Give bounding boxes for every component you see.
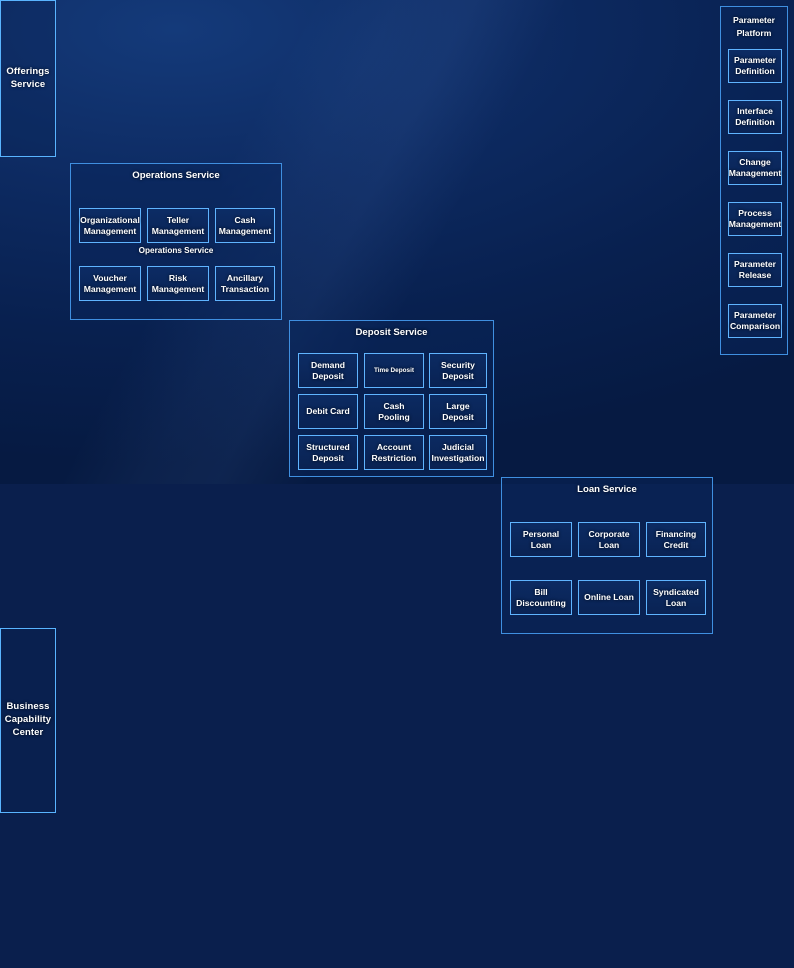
group-title-operations-service: Operations Service bbox=[132, 170, 220, 181]
capability-large-deposit[interactable]: Large Deposit bbox=[429, 394, 487, 429]
capability-bill-discounting[interactable]: Bill Discounting bbox=[510, 580, 572, 615]
group-parameter-platform: Parameter Platform Parameter Definition … bbox=[720, 6, 788, 355]
parameter-item-change-management[interactable]: Change Management bbox=[728, 151, 782, 185]
layer-label-offerings-service: Offerings Service bbox=[0, 0, 56, 157]
capability-demand-deposit[interactable]: Demand Deposit bbox=[298, 353, 358, 388]
capability-online-loan[interactable]: Online Loan bbox=[578, 580, 640, 615]
architecture-diagram-canvas: Offerings Service Operations Service Ope… bbox=[0, 0, 794, 813]
capability-personal-loan[interactable]: Personal Loan bbox=[510, 522, 572, 557]
parameter-item-process-management[interactable]: Process Management bbox=[728, 202, 782, 236]
capability-judicial-investigation[interactable]: Judicial Investigation bbox=[429, 435, 487, 470]
capability-financing-credit[interactable]: Financing Credit bbox=[646, 522, 706, 557]
parameter-item-interface-definition[interactable]: Interface Definition bbox=[728, 100, 782, 134]
capability-account-restriction[interactable]: Account Restriction bbox=[364, 435, 424, 470]
group-title-parameter-platform: Parameter Platform bbox=[732, 15, 776, 38]
parameter-item-parameter-comparison[interactable]: Parameter Comparison bbox=[728, 304, 782, 338]
layer-label-business-capability-center-text: Business Capability Center bbox=[4, 701, 52, 738]
layer-label-offerings-service-text: Offerings Service bbox=[6, 65, 50, 90]
group-deposit-service: Deposit Service Demand Deposit Time Depo… bbox=[289, 320, 494, 477]
group-title-loan-service: Loan Service bbox=[577, 484, 637, 495]
capability-security-deposit[interactable]: Security Deposit bbox=[429, 353, 487, 388]
capability-cash-pooling[interactable]: Cash Pooling bbox=[364, 394, 424, 429]
capability-time-deposit[interactable]: Time Deposit bbox=[364, 353, 424, 388]
group-ghost-title-operations-service: Operations Service bbox=[138, 246, 214, 255]
parameter-item-parameter-release[interactable]: Parameter Release bbox=[728, 253, 782, 287]
capability-teller-management[interactable]: Teller Management bbox=[147, 208, 209, 243]
capability-debit-card[interactable]: Debit Card bbox=[298, 394, 358, 429]
layer-label-business-capability-center: Business Capability Center bbox=[0, 628, 56, 813]
parameter-item-parameter-definition[interactable]: Parameter Definition bbox=[728, 49, 782, 83]
capability-organizational-management[interactable]: Organizational Management bbox=[79, 208, 141, 243]
capability-cash-management[interactable]: Cash Management bbox=[215, 208, 275, 243]
group-operations-service: Operations Service Operations Service Or… bbox=[70, 163, 282, 320]
capability-corporate-loan[interactable]: Corporate Loan bbox=[578, 522, 640, 557]
capability-voucher-management[interactable]: Voucher Management bbox=[79, 266, 141, 301]
group-title-deposit-service: Deposit Service bbox=[355, 327, 428, 338]
group-loan-service: Loan Service Personal Loan Corporate Loa… bbox=[501, 477, 713, 634]
capability-syndicated-loan[interactable]: Syndicated Loan bbox=[646, 580, 706, 615]
capability-structured-deposit[interactable]: Structured Deposit bbox=[298, 435, 358, 470]
capability-risk-management[interactable]: Risk Management bbox=[147, 266, 209, 301]
capability-ancillary-transaction[interactable]: Ancillary Transaction bbox=[215, 266, 275, 301]
